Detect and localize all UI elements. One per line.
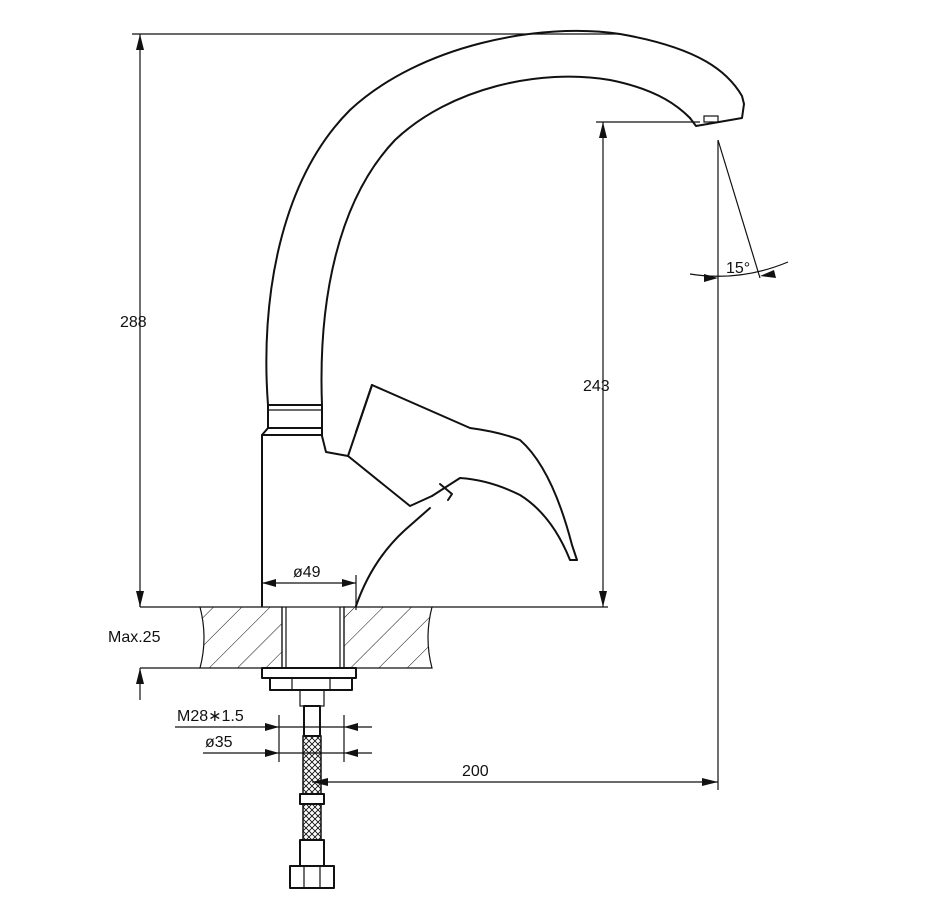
faucet-body	[261, 404, 431, 607]
dim-reach: 200	[312, 140, 719, 790]
dim-shank-diameter: ø35	[203, 734, 372, 762]
dim-spout-height: 243	[583, 121, 700, 607]
dim-reach-label: 200	[462, 763, 489, 780]
dim-total-height-label: 288	[120, 314, 147, 331]
dim-base-diameter-label: ø49	[293, 564, 321, 581]
dim-total-height: 288	[120, 33, 620, 607]
dim-shank-diameter-label: ø35	[205, 734, 233, 751]
dim-spout-height-label: 243	[583, 378, 610, 395]
dim-thread: M28∗1.5	[175, 708, 372, 740]
dim-spray-angle-label: 15°	[726, 260, 750, 277]
dim-thread-label: M28∗1.5	[177, 708, 244, 725]
dim-base-diameter: ø49	[262, 564, 357, 610]
faucet-spout	[265, 29, 745, 406]
dim-max-counter: Max.25	[108, 590, 161, 700]
countertop	[140, 606, 608, 669]
dim-max-counter-label: Max.25	[108, 629, 161, 646]
mounting-assembly	[261, 606, 357, 889]
dim-spray-angle: 15°	[689, 139, 789, 282]
lever-handle	[321, 384, 578, 561]
